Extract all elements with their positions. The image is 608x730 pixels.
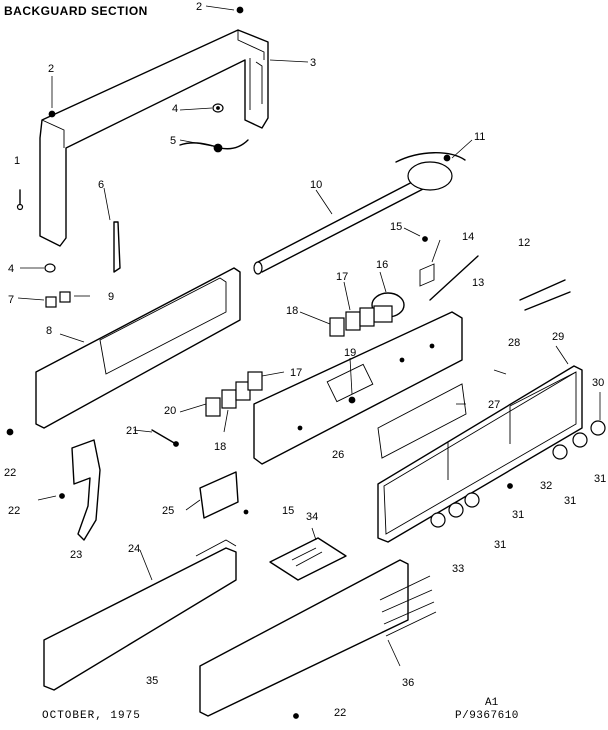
- backguard-frame: [39, 29, 269, 247]
- callout-9: 9: [108, 291, 114, 303]
- callout-18-lower: 18: [214, 441, 226, 453]
- callout-20: 20: [164, 405, 176, 417]
- callout-35: 35: [146, 675, 158, 687]
- callout-15-top: 15: [390, 221, 402, 233]
- screw-22-mid: [59, 493, 65, 499]
- callout-33: 33: [452, 563, 464, 575]
- callout-5: 5: [170, 135, 176, 147]
- knobs-30-31: [430, 420, 606, 528]
- callout-18-upper: 18: [286, 305, 298, 317]
- wire-clip-5: [179, 139, 249, 153]
- callout-1: 1: [14, 155, 20, 167]
- callout-34: 34: [306, 511, 318, 523]
- callout-11: 11: [474, 131, 485, 143]
- fluorescent-tube-10: [253, 177, 426, 275]
- bracket-14: [419, 263, 435, 287]
- front-panel-29: [377, 365, 583, 543]
- lower-panel-24-35: [43, 539, 237, 691]
- screw-21-head: [173, 441, 179, 447]
- screw-15-top: [422, 236, 428, 242]
- fastener-4-left: [44, 263, 56, 273]
- callout-36: 36: [402, 677, 414, 689]
- screw-2-left: [48, 110, 56, 118]
- callout-17-upper: 17: [336, 271, 348, 283]
- screw-1: [16, 189, 24, 211]
- callout-4-left: 4: [8, 263, 14, 275]
- callout-29: 29: [552, 331, 564, 343]
- screw-22-bottom: [293, 713, 299, 719]
- callout-21: 21: [126, 425, 138, 437]
- callout-12: 12: [518, 237, 530, 249]
- rear-panel-8: [35, 267, 241, 429]
- callout-22-bottom: 22: [334, 707, 346, 719]
- callout-31-right: 31: [564, 495, 576, 507]
- switches-17-18-upper: [329, 307, 375, 337]
- callout-30: 30: [592, 377, 604, 389]
- screw-32: [507, 483, 513, 489]
- plate-25: [199, 471, 239, 519]
- callout-4-top: 4: [172, 103, 178, 115]
- callout-15-lower: 15: [282, 505, 294, 517]
- screw-22-left: [6, 428, 14, 436]
- decal-27: [377, 383, 467, 459]
- panel-33-36: [199, 559, 437, 717]
- page-title: BACKGUARD SECTION: [4, 4, 148, 18]
- fastener-4-top: [212, 103, 224, 113]
- callout-31-lower: 31: [494, 539, 506, 551]
- footer-part-number: P/9367610: [455, 710, 519, 722]
- switch-16: [371, 292, 405, 323]
- callout-31-right-edge: 31: [594, 473, 606, 485]
- callout-16: 16: [376, 259, 388, 271]
- callout-28: 28: [508, 337, 520, 349]
- lamp-socket-11: [395, 152, 466, 191]
- screw-15-lower: [243, 509, 249, 515]
- callout-2-top: 2: [196, 1, 202, 13]
- callout-23: 23: [70, 549, 82, 561]
- footer-date: OCTOBER, 1975: [42, 710, 141, 722]
- footer-sheet: A1: [485, 697, 499, 709]
- callout-3: 3: [310, 57, 316, 69]
- rod-12: [519, 279, 571, 311]
- callout-2-left: 2: [48, 63, 54, 75]
- bracket-23: [71, 439, 101, 541]
- callout-7: 7: [8, 294, 14, 306]
- lamp-13: [429, 255, 479, 301]
- leader-lines: [17, 5, 601, 667]
- callout-32: 32: [540, 480, 552, 492]
- callout-22-mid: 22: [8, 505, 20, 517]
- callout-31-mid: 31: [512, 509, 524, 521]
- screw-2-top: [236, 6, 244, 14]
- part-7: [45, 296, 57, 308]
- callout-27: 27: [488, 399, 500, 411]
- switches-18-20-lower: [205, 371, 263, 417]
- callout-24: 24: [128, 543, 140, 555]
- callout-6: 6: [98, 179, 104, 191]
- control-panel-26: [253, 311, 463, 465]
- callout-14: 14: [462, 231, 474, 243]
- callout-13: 13: [472, 277, 484, 289]
- callout-17-lower: 17: [290, 367, 302, 379]
- instruction-card-34: [269, 537, 347, 581]
- callout-22-left: 22: [4, 467, 16, 479]
- callout-labels: 2 2 3 4 5 1 6 11 10 15 14 12 16 17 13 4 …: [4, 1, 606, 719]
- callout-10: 10: [310, 179, 322, 191]
- bracket-6: [113, 221, 121, 273]
- screw-21: [151, 429, 177, 445]
- callout-25: 25: [162, 505, 174, 517]
- callout-26: 26: [332, 449, 344, 461]
- callout-8: 8: [46, 325, 52, 337]
- callout-19: 19: [344, 347, 356, 359]
- part-9: [59, 291, 71, 303]
